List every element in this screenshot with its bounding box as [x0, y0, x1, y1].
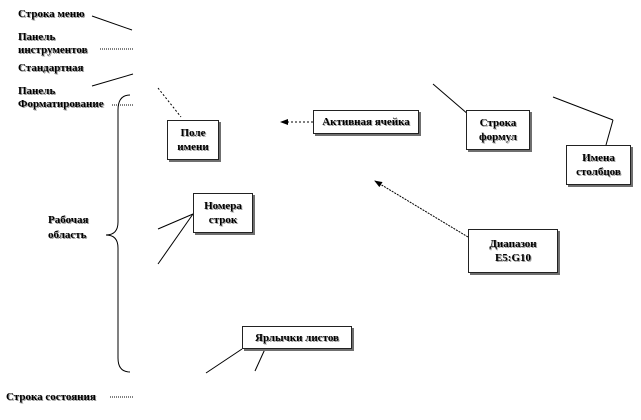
column-names-line2: столбцов — [576, 166, 621, 178]
range-box: Диапазон E5:G10 — [468, 229, 558, 273]
sheet-tabs-pointer-1 — [205, 348, 243, 374]
toolbar-label-line2: инструментов — [18, 44, 88, 56]
format-label-line1: Панель — [18, 85, 56, 97]
column-names-line1: Имена — [582, 152, 615, 164]
formula-bar-pointer — [432, 83, 470, 116]
toolbar-label-line1: Панель — [18, 31, 56, 43]
range-line1: Диапазон — [489, 238, 537, 250]
name-field-line1: Поле — [180, 127, 206, 139]
row-numbers-pointer-1 — [157, 213, 194, 230]
formula-bar-box: Строка формул — [466, 110, 530, 150]
active-cell-box: Активная ячейка — [313, 110, 419, 134]
status-bar-label: Строка состояния — [6, 391, 96, 403]
formula-bar-line2: формул — [479, 131, 517, 143]
sheet-tabs-box: Ярлычки листов — [242, 326, 352, 349]
menu-bar-pointer — [91, 15, 133, 31]
format-label-line2: Форматирование — [18, 98, 104, 110]
standard-label: Стандартная — [18, 62, 84, 74]
work-area-brace — [105, 94, 131, 373]
column-names-pointer-top — [552, 96, 614, 121]
standard-pointer — [91, 73, 134, 87]
range-arrow — [374, 180, 469, 238]
row-numbers-line2: строк — [208, 214, 238, 226]
name-field-line2: имени — [177, 141, 209, 153]
name-field-pointer — [157, 87, 182, 118]
row-numbers-line1: Номера — [204, 200, 242, 212]
sheet-tabs-pointer-2 — [254, 348, 266, 372]
sheet-tabs-label: Ярлычки листов — [255, 331, 339, 344]
row-numbers-box: Номера строк — [193, 193, 253, 233]
menu-bar-label: Строка меню — [18, 8, 85, 20]
work-area-label-line2: область — [48, 229, 87, 241]
column-names-pointer-side — [605, 119, 614, 146]
work-area-label-line1: Рабочая — [48, 214, 89, 226]
column-names-box: Имена столбцов — [566, 145, 631, 185]
formula-bar-line1: Строка — [479, 117, 517, 129]
row-numbers-pointer-2 — [157, 213, 194, 265]
active-cell-label: Активная ячейка — [322, 116, 410, 128]
name-field-box: Поле имени — [167, 120, 219, 160]
range-line2: E5:G10 — [494, 252, 532, 264]
